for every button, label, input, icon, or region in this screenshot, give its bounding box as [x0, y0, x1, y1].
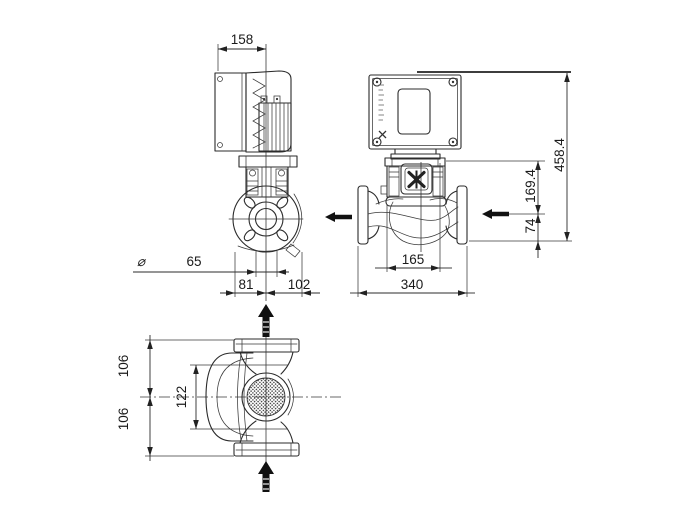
drain-plug	[285, 243, 301, 258]
dim-housing-width-label: 122	[174, 386, 189, 409]
dim-port-diameter-label: 65	[186, 254, 201, 269]
dim-overall-length: 340	[350, 246, 475, 297]
dim-port-to-base: 74	[523, 214, 541, 258]
dim-center-to-back-label: 106	[116, 408, 131, 431]
terminal-box	[368, 71, 571, 150]
head-side-bolt	[380, 185, 388, 195]
dim-overall-length-label: 340	[401, 277, 424, 292]
dim-head-height: 169.4	[446, 160, 545, 215]
x-logo-emblem-icon	[407, 170, 426, 189]
corner-screw-icon	[448, 137, 458, 147]
motor-control-box-side	[214, 72, 247, 152]
bottom-flange	[233, 442, 300, 457]
front-view: 458.4 169.4 74 165 340	[325, 71, 572, 297]
suction-flange	[357, 185, 369, 245]
dim-overall-height-label: 458.4	[552, 138, 567, 172]
nameplate-text-strip	[378, 84, 384, 121]
top-view: 106 106 122	[116, 304, 344, 492]
flow-arrow-up-bottom-icon	[258, 461, 274, 492]
dim-port-to-base-label: 74	[523, 218, 538, 234]
dim-motor-width: 158	[217, 32, 266, 71]
pipe-and-flanges	[357, 185, 468, 245]
dim-center-right-label: 102	[288, 277, 311, 292]
discharge-flange	[456, 185, 468, 245]
flow-arrow-inlet-icon	[482, 209, 509, 219]
fan-grille	[246, 377, 286, 417]
flow-arrow-up-top-icon	[258, 304, 274, 337]
corner-screw-icon	[372, 77, 382, 87]
manufacturer-logo-icon	[378, 130, 387, 139]
dim-port-diameter: ⌀ 65	[133, 250, 289, 277]
dim-overall-height: 458.4	[469, 73, 572, 242]
dim-center-offsets: 81 102	[220, 252, 320, 297]
motor-flange-clamp-side	[238, 155, 298, 198]
dim-center-to-front-label: 106	[116, 355, 131, 378]
dim-motor-width-label: 158	[231, 32, 254, 47]
top-flange	[233, 338, 300, 353]
flow-arrow-outlet-icon	[325, 212, 352, 222]
pump-head	[380, 148, 447, 207]
side-view: 158 ⌀ 65 81 102	[133, 32, 320, 301]
motor-body-side	[245, 70, 292, 153]
pump-flange-end-view	[228, 185, 304, 258]
display-window	[397, 88, 431, 135]
corner-screw-icon	[448, 77, 458, 87]
diameter-symbol: ⌀	[137, 254, 147, 269]
motor-top-view	[205, 352, 254, 442]
dim-housing-width: 122	[174, 364, 288, 430]
dim-head-width-label: 165	[402, 252, 425, 267]
dim-head-height-label: 169.4	[523, 169, 538, 203]
dim-head-width: 165	[375, 163, 452, 272]
dim-center-left-label: 81	[238, 277, 253, 292]
dim-half-widths: 106 106	[116, 335, 234, 461]
corner-screw-icon	[372, 137, 382, 147]
